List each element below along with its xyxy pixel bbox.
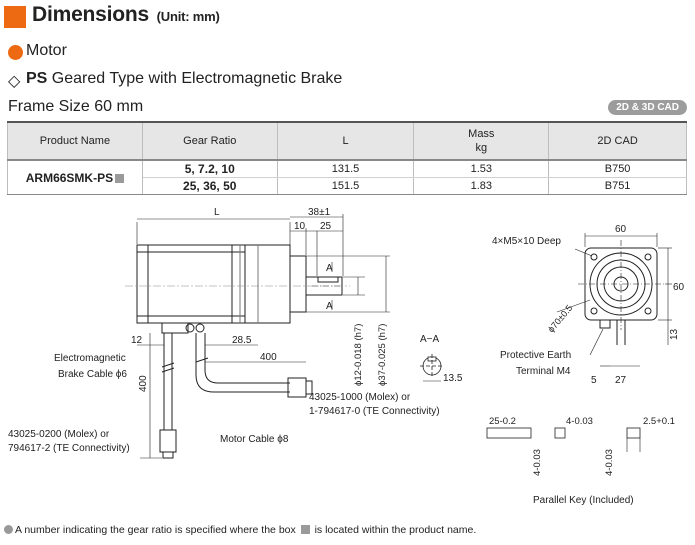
motor-connector-label-1: 43025-1000 (Molex) or: [309, 392, 411, 403]
product-name-cell: ARM66SMK-PS: [7, 160, 143, 195]
side-view: [125, 244, 350, 459]
dim-13-5-label: 13.5: [443, 373, 463, 384]
dim-12-label: 12: [131, 335, 143, 346]
product-type: PS Geared Type with Electromagnetic Brak…: [26, 70, 343, 87]
table-row: 25, 36, 50 151.5 1.83 B751: [8, 177, 687, 195]
section-a-top: A: [326, 263, 333, 274]
title-square-icon: [4, 6, 26, 28]
cad-link[interactable]: B751: [548, 177, 687, 195]
key-4w-label: 4-0.03: [566, 416, 593, 427]
col-2d-cad: 2D CAD: [548, 121, 687, 161]
box-placeholder-icon: [115, 173, 125, 183]
dim-28-5-label: 28.5: [232, 335, 252, 346]
cad-badge[interactable]: 2D & 3D CAD: [608, 100, 687, 115]
section-a-bottom: A: [326, 301, 333, 312]
table-row: ARM66SMK-PS 5, 7.2, 10 131.5 1.53 B750: [7, 160, 687, 195]
key-2-5-label: 2.5+0.1: [643, 416, 675, 427]
mass-cell: 1.83: [413, 177, 550, 195]
gear-ratio-cell: 25, 36, 50: [141, 177, 278, 195]
dim-60-side-label: 60: [673, 282, 685, 293]
dim-L-label: L: [214, 207, 220, 218]
key-4h-label: 4-0.03: [532, 449, 543, 476]
key-4h2-label: 4-0.03: [604, 449, 615, 476]
pcd-label: ϕ70±0.5: [546, 303, 575, 334]
dim-5-label: 5: [591, 375, 597, 386]
note-bullet-icon: [4, 525, 13, 534]
aa-section: [420, 354, 444, 382]
brake-connector-label-1: 43025-0200 (Molex) or: [8, 429, 110, 440]
frame-size: Frame Size 60 mm: [8, 98, 144, 115]
L-cell: 151.5: [276, 177, 415, 195]
pilot-dia-label: ϕ37-0.025 (h7): [377, 324, 388, 386]
col-gear-ratio: Gear Ratio: [141, 121, 278, 161]
table-header-row: Product Name Gear Ratio L Mass kg 2D CAD: [7, 121, 687, 161]
unit-label: (Unit: mm): [156, 9, 220, 24]
dim-27-label: 27: [615, 375, 627, 386]
brake-connector-label-2: 794617-2 (TE Connectivity): [8, 443, 130, 454]
footnote: A number indicating the gear ratio is sp…: [4, 524, 476, 536]
motor-connector-label-2: 1-794617-0 (TE Connectivity): [309, 406, 440, 417]
front-view: [578, 240, 664, 345]
gear-ratio-cell: 5, 7.2, 10: [141, 160, 278, 178]
earth-label-1: Protective Earth: [500, 350, 571, 361]
col-product-name: Product Name: [7, 121, 143, 161]
brake-cable-label-2: Brake Cable ϕ6: [58, 369, 127, 380]
side-dimensions: [136, 214, 390, 459]
box-placeholder-icon: [300, 525, 310, 534]
aa-label: A−A: [420, 334, 440, 345]
spec-table: Product Name Gear Ratio L Mass kg 2D CAD…: [7, 121, 687, 195]
dim-400-vert-label: 400: [138, 375, 149, 392]
bullet-circle-icon: [8, 45, 23, 60]
dim-25-label: 25: [320, 221, 332, 232]
brake-cable-label-1: Electromagnetic: [54, 353, 126, 364]
page-title: Dimensions (Unit: mm): [32, 3, 220, 26]
motor-cable-label: Motor Cable ϕ8: [220, 434, 289, 445]
dim-13-label: 13: [669, 328, 680, 340]
parallel-key-caption: Parallel Key (Included): [533, 495, 634, 506]
earth-label-2: Terminal M4: [516, 366, 571, 377]
dim-10-label: 10: [294, 221, 306, 232]
cad-link[interactable]: B750: [548, 160, 687, 178]
dim-38-label: 38±1: [308, 207, 331, 218]
screw-label: 4×M5×10 Deep: [492, 236, 561, 247]
L-cell: 131.5: [276, 160, 415, 178]
mass-cell: 1.53: [413, 160, 550, 178]
dim-400-cable-label: 400: [260, 352, 277, 363]
front-dimensions: [556, 233, 672, 367]
dim-60-top-label: 60: [615, 224, 627, 235]
parallel-key: [486, 427, 641, 452]
diamond-icon: ◇: [8, 73, 21, 90]
shaft-dia-label: ϕ12-0.018 (h7): [353, 324, 364, 386]
section-motor: Motor: [26, 42, 67, 59]
col-mass: Mass kg: [413, 121, 550, 161]
key-25-label: 25-0.2: [489, 416, 516, 427]
col-L: L: [276, 121, 415, 161]
side-dim-labels: L 38±1 10 25 A A ϕ12-0.018 (h7) ϕ37-0.02…: [8, 207, 440, 454]
